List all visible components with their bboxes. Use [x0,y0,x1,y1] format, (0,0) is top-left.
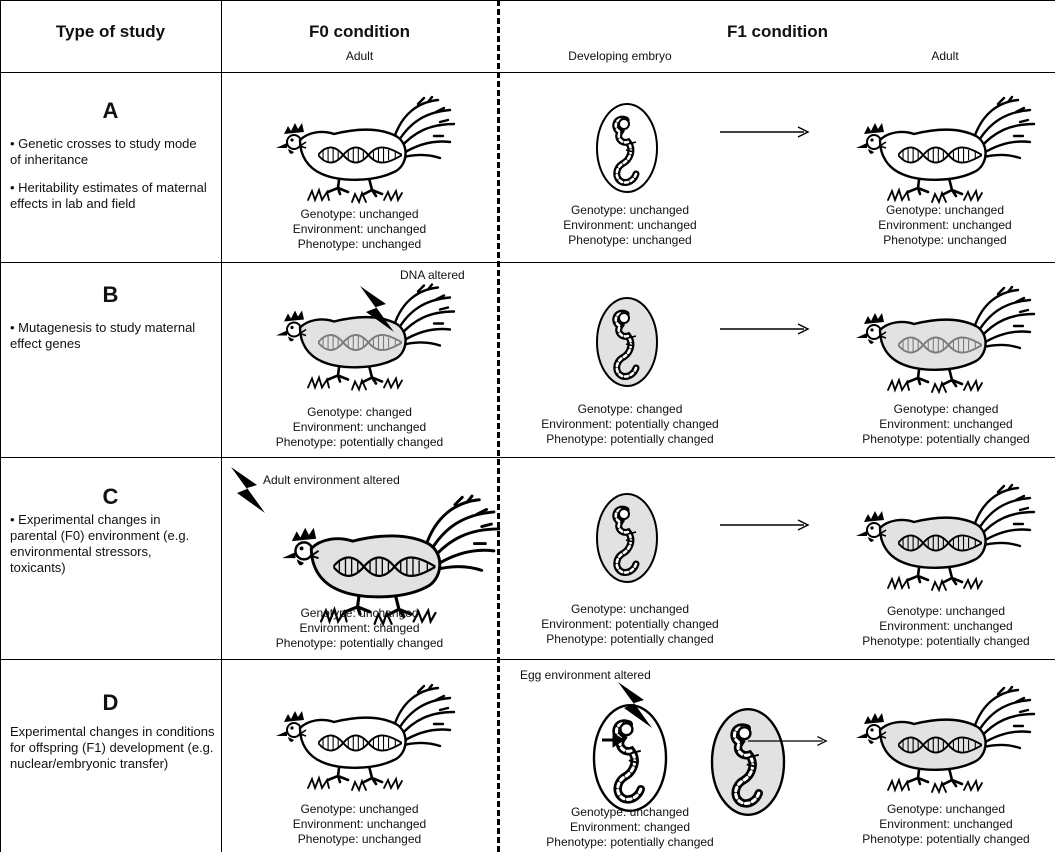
f0-f1-separator [497,0,500,852]
phenotype-label: Phenotype: unchanged [297,832,422,846]
phenotype-label: Phenotype: unchanged [568,233,692,247]
embryo-transfer-icon [518,680,738,800]
row-c-f0-caption: Genotype: unchanged Environment: changed… [222,606,497,651]
genotype-label: Genotype: unchanged [300,606,419,620]
phenotype-label: Phenotype: potentially changed [546,432,714,446]
environment-label: Environment: changed [299,621,420,635]
row-c-adult-caption: Genotype: unchanged Environment: unchang… [840,604,1052,649]
environment-label: Environment: changed [569,820,691,834]
row-b-embryo-caption: Genotype: changed Environment: potential… [510,402,750,447]
chicken-icon [848,92,1038,207]
chicken-icon [848,480,1038,595]
row-b-letter: B [102,282,119,307]
row-a-letter: A [102,98,119,123]
genotype-label: Genotype: changed [893,402,999,416]
row-a-embryo-caption: Genotype: unchanged Environment: unchang… [520,203,740,248]
phenotype-label: Phenotype: potentially changed [862,634,1030,648]
chicken-mutated-icon [848,282,1038,397]
chicken-mutated-icon [268,272,458,402]
environment-label: Environment: unchanged [563,218,697,232]
phenotype-label: Phenotype: potentially changed [275,636,444,650]
embryo-icon [592,488,662,588]
genotype-label: Genotype: unchanged [886,802,1006,816]
arrow-icon [720,126,810,138]
environment-label: Environment: unchanged [292,222,427,236]
environment-label: Environment: potentially changed [541,417,719,431]
f0-adult-subheader: Adult [345,49,374,63]
row-a-adult-caption: Genotype: unchanged Environment: unchang… [845,203,1045,248]
row-d-description: Experimental changes in conditions for o… [10,724,215,771]
embryo-icon [592,292,662,392]
phenotype-label: Phenotype: unchanged [297,237,422,251]
genotype-label: Genotype: unchanged [570,602,690,616]
egg-environment-altered-label: Egg environment altered [520,668,651,682]
genotype-label: Genotype: unchanged [885,203,1005,217]
chicken-stressed-icon [225,465,465,605]
environment-label: Environment: unchanged [878,218,1012,232]
row-c-description: • Experimental changes in parental (F0) … [10,512,190,575]
dna-altered-label: DNA altered [400,268,465,282]
genotype-label: Genotype: changed [577,402,683,416]
table-border-top [0,0,1055,1]
environment-label: Environment: unchanged [879,619,1013,633]
row-divider-a [0,262,1055,263]
row-divider-c [0,659,1055,660]
row-d-embryo-caption: Genotype: unchanged Environment: changed… [510,805,750,850]
arrow-icon [720,519,810,531]
row-d-letter: D [102,690,119,715]
phenotype-label: Phenotype: unchanged [883,233,1007,247]
row-b-f0-caption: Genotype: changed Environment: unchanged… [222,405,497,450]
row-a-f0-caption: Genotype: unchanged Environment: unchang… [222,207,497,252]
environment-label: Environment: unchanged [292,817,427,831]
environment-label: Environment: unchanged [292,420,427,434]
f1-embryo-subheader: Developing embryo [568,49,672,63]
phenotype-label: Phenotype: potentially changed [862,432,1030,446]
row-d-f0-caption: Genotype: unchanged Environment: unchang… [222,802,497,847]
genotype-label: Genotype: changed [307,405,412,419]
chicken-icon [268,92,458,207]
chicken-icon [848,682,1038,797]
genotype-label: Genotype: unchanged [300,207,419,221]
genotype-label: Genotype: unchanged [886,604,1006,618]
arrow-icon [748,735,828,747]
environment-label: Environment: unchanged [879,817,1013,831]
row-b-description: • Mutagenesis to study maternal effect g… [10,320,196,351]
chicken-icon [268,680,458,795]
environment-label: Environment: unchanged [879,417,1013,431]
header-divider [0,72,1055,73]
embryo-icon [592,98,662,198]
genotype-label: Genotype: unchanged [570,805,690,819]
genotype-label: Genotype: unchanged [570,203,690,217]
row-divider-b [0,457,1055,458]
row-a-description-2: • Heritability estimates of maternal eff… [10,180,207,211]
row-c-letter: C [102,484,119,509]
phenotype-label: Phenotype: potentially changed [862,832,1030,846]
phenotype-label: Phenotype: potentially changed [275,435,444,449]
phenotype-label: Phenotype: potentially changed [546,632,714,646]
f1-adult-subheader: Adult [931,49,959,63]
arrow-icon [720,323,810,335]
row-d-adult-caption: Genotype: unchanged Environment: unchang… [840,802,1052,847]
environment-label: Environment: potentially changed [541,617,719,631]
row-a-description-1: • Genetic crosses to study mode of inher… [10,136,197,167]
type-of-study-header: Type of study [55,22,166,41]
table-border-left [0,0,1,852]
adult-environment-altered-label: Adult environment altered [263,473,400,487]
row-b-adult-caption: Genotype: changed Environment: unchanged… [840,402,1052,447]
column-divider [221,0,222,852]
genotype-label: Genotype: unchanged [300,802,419,816]
f1-condition-header: F1 condition [726,22,829,41]
phenotype-label: Phenotype: potentially changed [546,835,714,849]
f0-condition-header: F0 condition [308,22,411,41]
row-c-embryo-caption: Genotype: unchanged Environment: potenti… [510,602,750,647]
